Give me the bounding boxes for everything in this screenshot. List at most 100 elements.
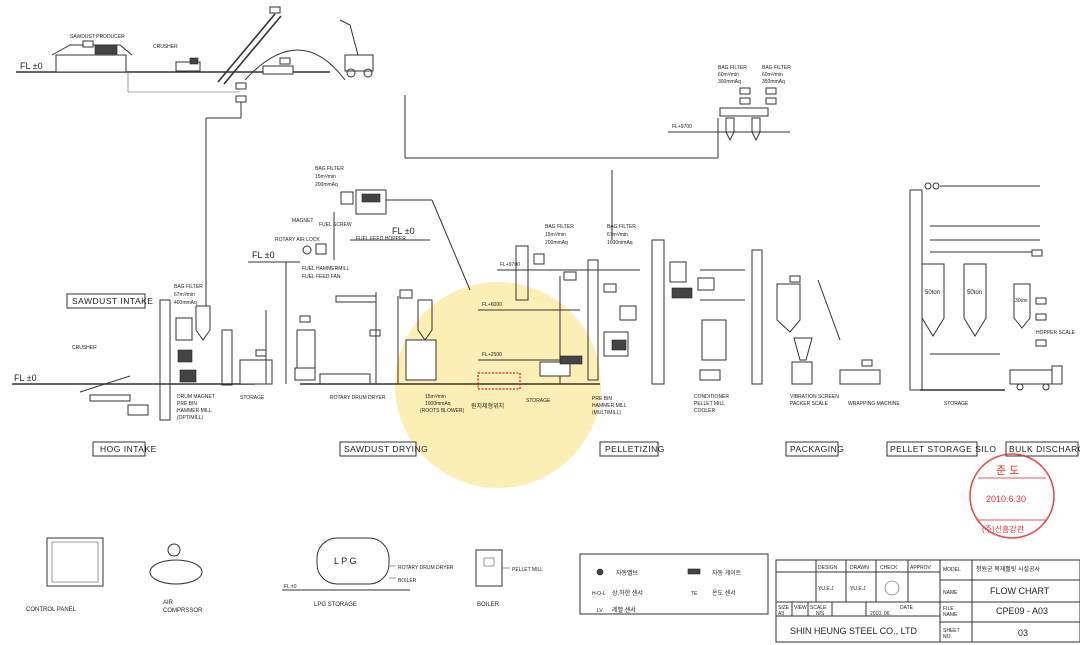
svg-text:15m³/min: 15m³/min [545, 232, 566, 238]
top-bag-filters: BAG FILTER 60m³/min 300mmAq BAG FILTER 6… [668, 65, 791, 140]
svg-text:50ton: 50ton [925, 290, 940, 296]
svg-text:60m³/min: 60m³/min [718, 72, 739, 78]
svg-text:N/S: N/S [816, 611, 825, 617]
svg-text:2010. 06.: 2010. 06. [870, 611, 891, 617]
svg-text:상,하한 센서: 상,하한 센서 [612, 589, 643, 597]
sawdust-drying-label: SAWDUST DRYING [344, 444, 428, 454]
pelletizing-label: PELLETIZING [605, 444, 665, 454]
svg-text:FL ±0: FL ±0 [14, 373, 37, 383]
svg-text:(MULTIMILL): (MULTIMILL) [592, 410, 621, 416]
svg-text:67m³/min: 67m³/min [607, 232, 628, 238]
svg-text:H-O-L: H-O-L [592, 591, 606, 597]
svg-text:VIBRATION SCREEN: VIBRATION SCREEN [790, 394, 839, 400]
model-value: 청원군 목재펠릿 시설공사 [976, 565, 1041, 573]
svg-text:PRE BIN: PRE BIN [177, 401, 197, 407]
control-panel [47, 538, 103, 586]
svg-text:60m³/min: 60m³/min [762, 72, 783, 78]
svg-text:PELLET MILL: PELLET MILL [512, 567, 543, 573]
svg-text:ROTARY AIR LOCK: ROTARY AIR LOCK [275, 237, 320, 243]
svg-text:COMPRSSOR: COMPRSSOR [163, 608, 203, 614]
silo-3 [1014, 284, 1030, 328]
svg-text:(주)신흥강관: (주)신흥강관 [982, 524, 1025, 534]
svg-text:자동 게이트: 자동 게이트 [712, 569, 742, 577]
air-compressor [150, 560, 202, 584]
silo-2 [964, 264, 986, 336]
svg-text:FL ±0: FL ±0 [284, 584, 297, 590]
packaging-area: VIBRATION SCREEN PACKER SCALE WRAPPING M… [777, 276, 900, 456]
svg-text:CONDITIONER: CONDITIONER [694, 394, 729, 400]
fuel-feed-area: BAG FILTER 15m³/min 200mmAq MAGNET ROTAR… [248, 166, 470, 290]
svg-text:PELLET MILL: PELLET MILL [694, 401, 725, 407]
svg-text:FUEL FEED HOPPER: FUEL FEED HOPPER [356, 236, 406, 242]
packaging-label: PACKAGING [790, 444, 844, 454]
svg-text:자동밸브: 자동밸브 [616, 569, 639, 577]
svg-text:TE: TE [691, 591, 698, 597]
utilities-area: CONTROL PANEL AIR COMPRSSOR L P G LPG ST… [26, 538, 543, 614]
korean-center-label: 원치제형위치 [471, 402, 504, 410]
svg-text:NAME: NAME [943, 590, 958, 596]
silo-area: 50ton 50ton 30ton HOPPER SCALE STORAGE P… [887, 183, 1080, 456]
title-block: DESIGN DRAWN CHECK APPROV YU.E.J YU.E.J … [776, 560, 1080, 642]
svg-text:NO.: NO. [943, 634, 952, 640]
svg-text:PACKER SCALE: PACKER SCALE [790, 401, 829, 407]
svg-text:BAG FILTER: BAG FILTER [315, 166, 344, 172]
company-name: SHIN HEUNG STEEL CO., LTD [790, 626, 918, 636]
svg-text:APPROV: APPROV [910, 565, 932, 571]
svg-text:15m³/min: 15m³/min [315, 174, 336, 180]
svg-text:L P G: L P G [334, 556, 357, 566]
pellet-storage-silo-label: PELLET STORAGE SILO [890, 444, 997, 454]
sawdust-intake-area: SAWDUST INTAKE CRUSHER FL ±0 BAG FILTER … [12, 260, 255, 456]
silo-1 [922, 264, 944, 336]
svg-text:FUEL HAMMERMILL: FUEL HAMMERMILL [302, 266, 350, 272]
svg-text:YU.E.J: YU.E.J [818, 586, 834, 592]
svg-text:STORAGE: STORAGE [526, 398, 551, 404]
svg-text:ROTARY DRUM DRYER: ROTARY DRUM DRYER [398, 565, 454, 571]
svg-text:50ton: 50ton [967, 290, 982, 296]
sawdust-producer-area: FL ±0 SAWDUST PRODUCER CRUSHER [16, 7, 718, 260]
drawing-name: FLOW CHART [990, 586, 1050, 596]
svg-text:FUEL FEED FAN: FUEL FEED FAN [302, 274, 341, 280]
svg-text:CRUSHER: CRUSHER [72, 345, 97, 351]
svg-text:STORAGE: STORAGE [944, 401, 969, 407]
svg-text:200mmAq: 200mmAq [545, 240, 568, 246]
svg-text:BOILER: BOILER [477, 602, 500, 608]
svg-text:BAG FILTER: BAG FILTER [545, 224, 574, 230]
svg-text:(ROOTS BLOWER): (ROOTS BLOWER) [420, 408, 465, 414]
fl-label-top: FL ±0 [20, 61, 43, 71]
boiler [476, 550, 502, 586]
svg-text:67m³/min: 67m³/min [174, 292, 195, 298]
svg-text:DESIGN: DESIGN [818, 565, 838, 571]
highlight-circle [395, 282, 601, 488]
svg-text:FL ±0: FL ±0 [252, 250, 275, 260]
svg-text:1000mmAq: 1000mmAq [607, 240, 633, 246]
svg-text:(OPTIMILL): (OPTIMILL) [177, 415, 203, 421]
file-name: CPE09 - A03 [996, 606, 1048, 616]
svg-text:MODEL: MODEL [943, 567, 961, 573]
svg-text:400mmAq: 400mmAq [174, 300, 197, 306]
legend: 자동밸브 H-O-L 상,하한 센서 LV 레벨 센서 자동 게이트 TE 온도… [580, 554, 768, 614]
svg-text:BOILER: BOILER [398, 578, 417, 584]
crusher-top-label: CRUSHER [153, 44, 178, 50]
svg-text:A3: A3 [778, 611, 784, 617]
svg-text:VIEW: VIEW [794, 605, 807, 611]
svg-text:30ton: 30ton [1015, 298, 1028, 304]
hog-intake-label: HOG INTAKE [100, 444, 157, 454]
svg-text:COOLER: COOLER [694, 408, 716, 414]
sawdust-producer-label: SAWDUST PRODUCER [70, 34, 125, 40]
svg-text:ROTARY DRUM DRYER: ROTARY DRUM DRYER [330, 395, 386, 401]
svg-text:AIR: AIR [163, 600, 174, 606]
svg-text:BAG FILTER: BAG FILTER [718, 65, 747, 71]
svg-text:BAG FILTER: BAG FILTER [607, 224, 636, 230]
svg-text:350mmAq: 350mmAq [762, 79, 785, 85]
svg-text:PRE BIN: PRE BIN [592, 396, 612, 402]
svg-text:온도 센서: 온도 센서 [712, 589, 736, 597]
svg-text:FUEL SCREW: FUEL SCREW [319, 222, 352, 228]
svg-text:HOPPER SCALE: HOPPER SCALE [1036, 330, 1076, 336]
svg-text:1000mmAq: 1000mmAq [425, 401, 451, 407]
svg-text:200mmAq: 200mmAq [315, 182, 338, 188]
svg-text:HAMMER MILL: HAMMER MILL [592, 403, 627, 409]
svg-text:STORAGE: STORAGE [240, 395, 265, 401]
svg-text:준 도: 준 도 [996, 465, 1019, 477]
sheet-number: 03 [1018, 628, 1028, 638]
